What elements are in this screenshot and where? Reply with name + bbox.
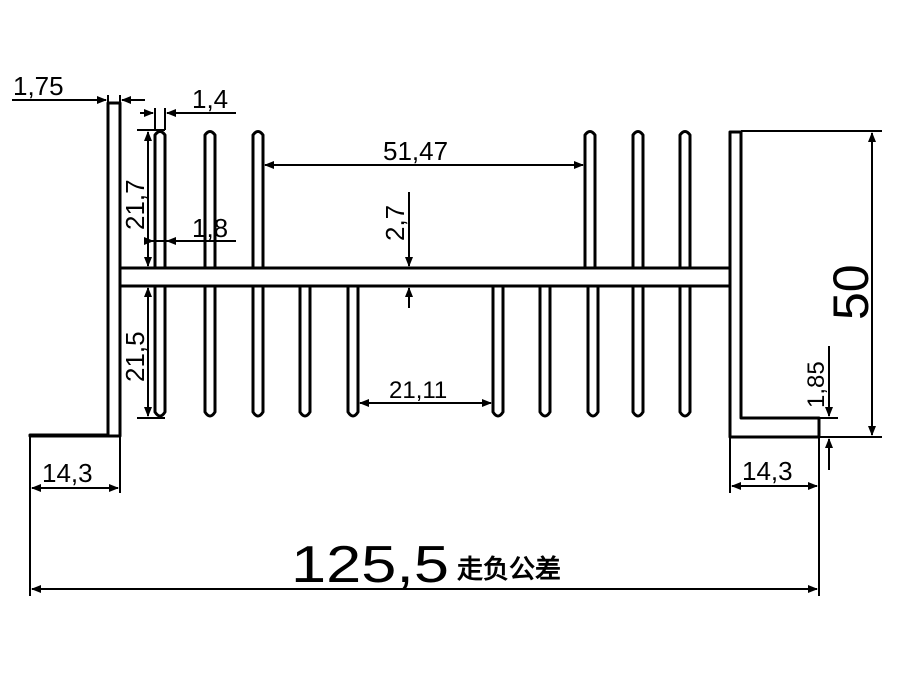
dim-upper-fin-height: 21,7 xyxy=(120,179,150,230)
dim-lower-fin-height: 21,5 xyxy=(120,331,150,382)
base-plate xyxy=(120,266,730,288)
dim-right-flange: 14,3 xyxy=(742,456,793,486)
lower-fins xyxy=(153,286,692,418)
dim-base-plate: 2,7 xyxy=(380,205,410,241)
dim-base-thickness: 1,75 xyxy=(13,71,64,101)
dim-fin-root: 1,8 xyxy=(192,213,228,243)
tolerance-note: 走负公差 xyxy=(457,554,561,584)
dim-left-flange: 14,3 xyxy=(42,458,93,488)
dim-foot-thickness: 1,85 xyxy=(803,361,830,408)
dim-overall-width: 125,5 xyxy=(291,536,449,594)
dim-height: 50 xyxy=(823,264,879,320)
left-wall xyxy=(28,101,122,438)
dimension-lines xyxy=(12,95,882,596)
dim-lower-gap: 21,11 xyxy=(389,377,447,404)
dim-upper-gap: 51,47 xyxy=(383,136,448,166)
dim-fin-thickness: 1,4 xyxy=(192,84,228,114)
upper-fins xyxy=(153,130,692,268)
